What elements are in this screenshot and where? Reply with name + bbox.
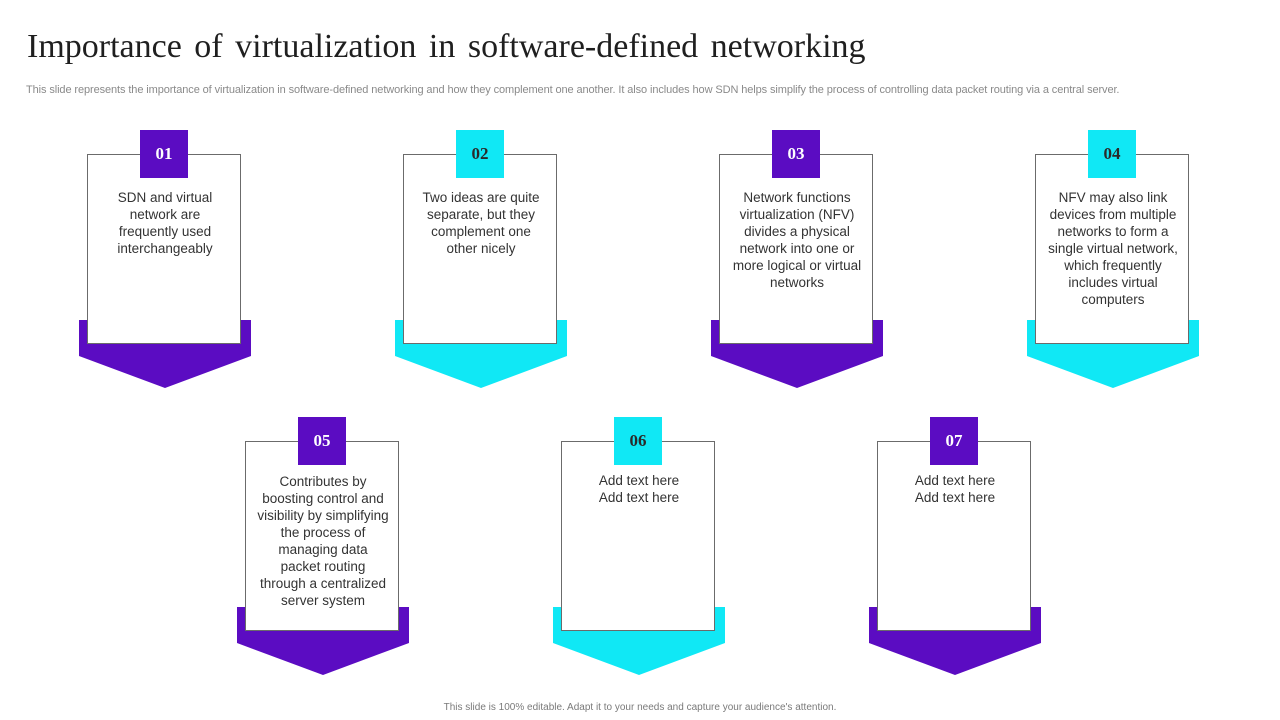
step-number: 07: [930, 417, 978, 465]
page-subtitle: This slide represents the importance of …: [26, 84, 1120, 96]
step-number: 06: [614, 417, 662, 465]
step-card-07: 07 Add text here Add text here: [869, 417, 1041, 677]
step-card-03: 03 Network functions virtualization (NFV…: [711, 130, 883, 390]
step-card-02: 02 Two ideas are quite separate, but the…: [395, 130, 567, 390]
step-number: 03: [772, 130, 820, 178]
step-number: 01: [140, 130, 188, 178]
card-box: [561, 441, 715, 631]
step-text: SDN and virtual network are frequently u…: [117, 190, 213, 256]
step-card-06: 06 Add text here Add text here: [553, 417, 725, 677]
page-title: Importance of virtualization in software…: [27, 28, 866, 65]
step-number: 04: [1088, 130, 1136, 178]
card-box: [877, 441, 1031, 631]
step-text: Add text here Add text here: [598, 473, 680, 505]
step-text: NFV may also link devices from multiple …: [1048, 190, 1178, 307]
footer-note: This slide is 100% editable. Adapt it to…: [443, 702, 837, 713]
step-text: Network functions virtualization (NFV) d…: [732, 190, 862, 290]
step-number: 02: [456, 130, 504, 178]
step-card-05: 05 Contributes by boosting control and v…: [237, 417, 409, 677]
step-card-01: 01 SDN and virtual network are frequentl…: [79, 130, 251, 390]
card-box: [87, 154, 241, 344]
step-text: Two ideas are quite separate, but they c…: [422, 190, 540, 256]
card-box: [403, 154, 557, 344]
step-text: Add text here Add text here: [914, 473, 996, 505]
card-box: [719, 154, 873, 344]
step-text: Contributes by boosting control and visi…: [257, 474, 389, 608]
step-number: 05: [298, 417, 346, 465]
step-card-04: 04 NFV may also link devices from multip…: [1027, 130, 1199, 390]
